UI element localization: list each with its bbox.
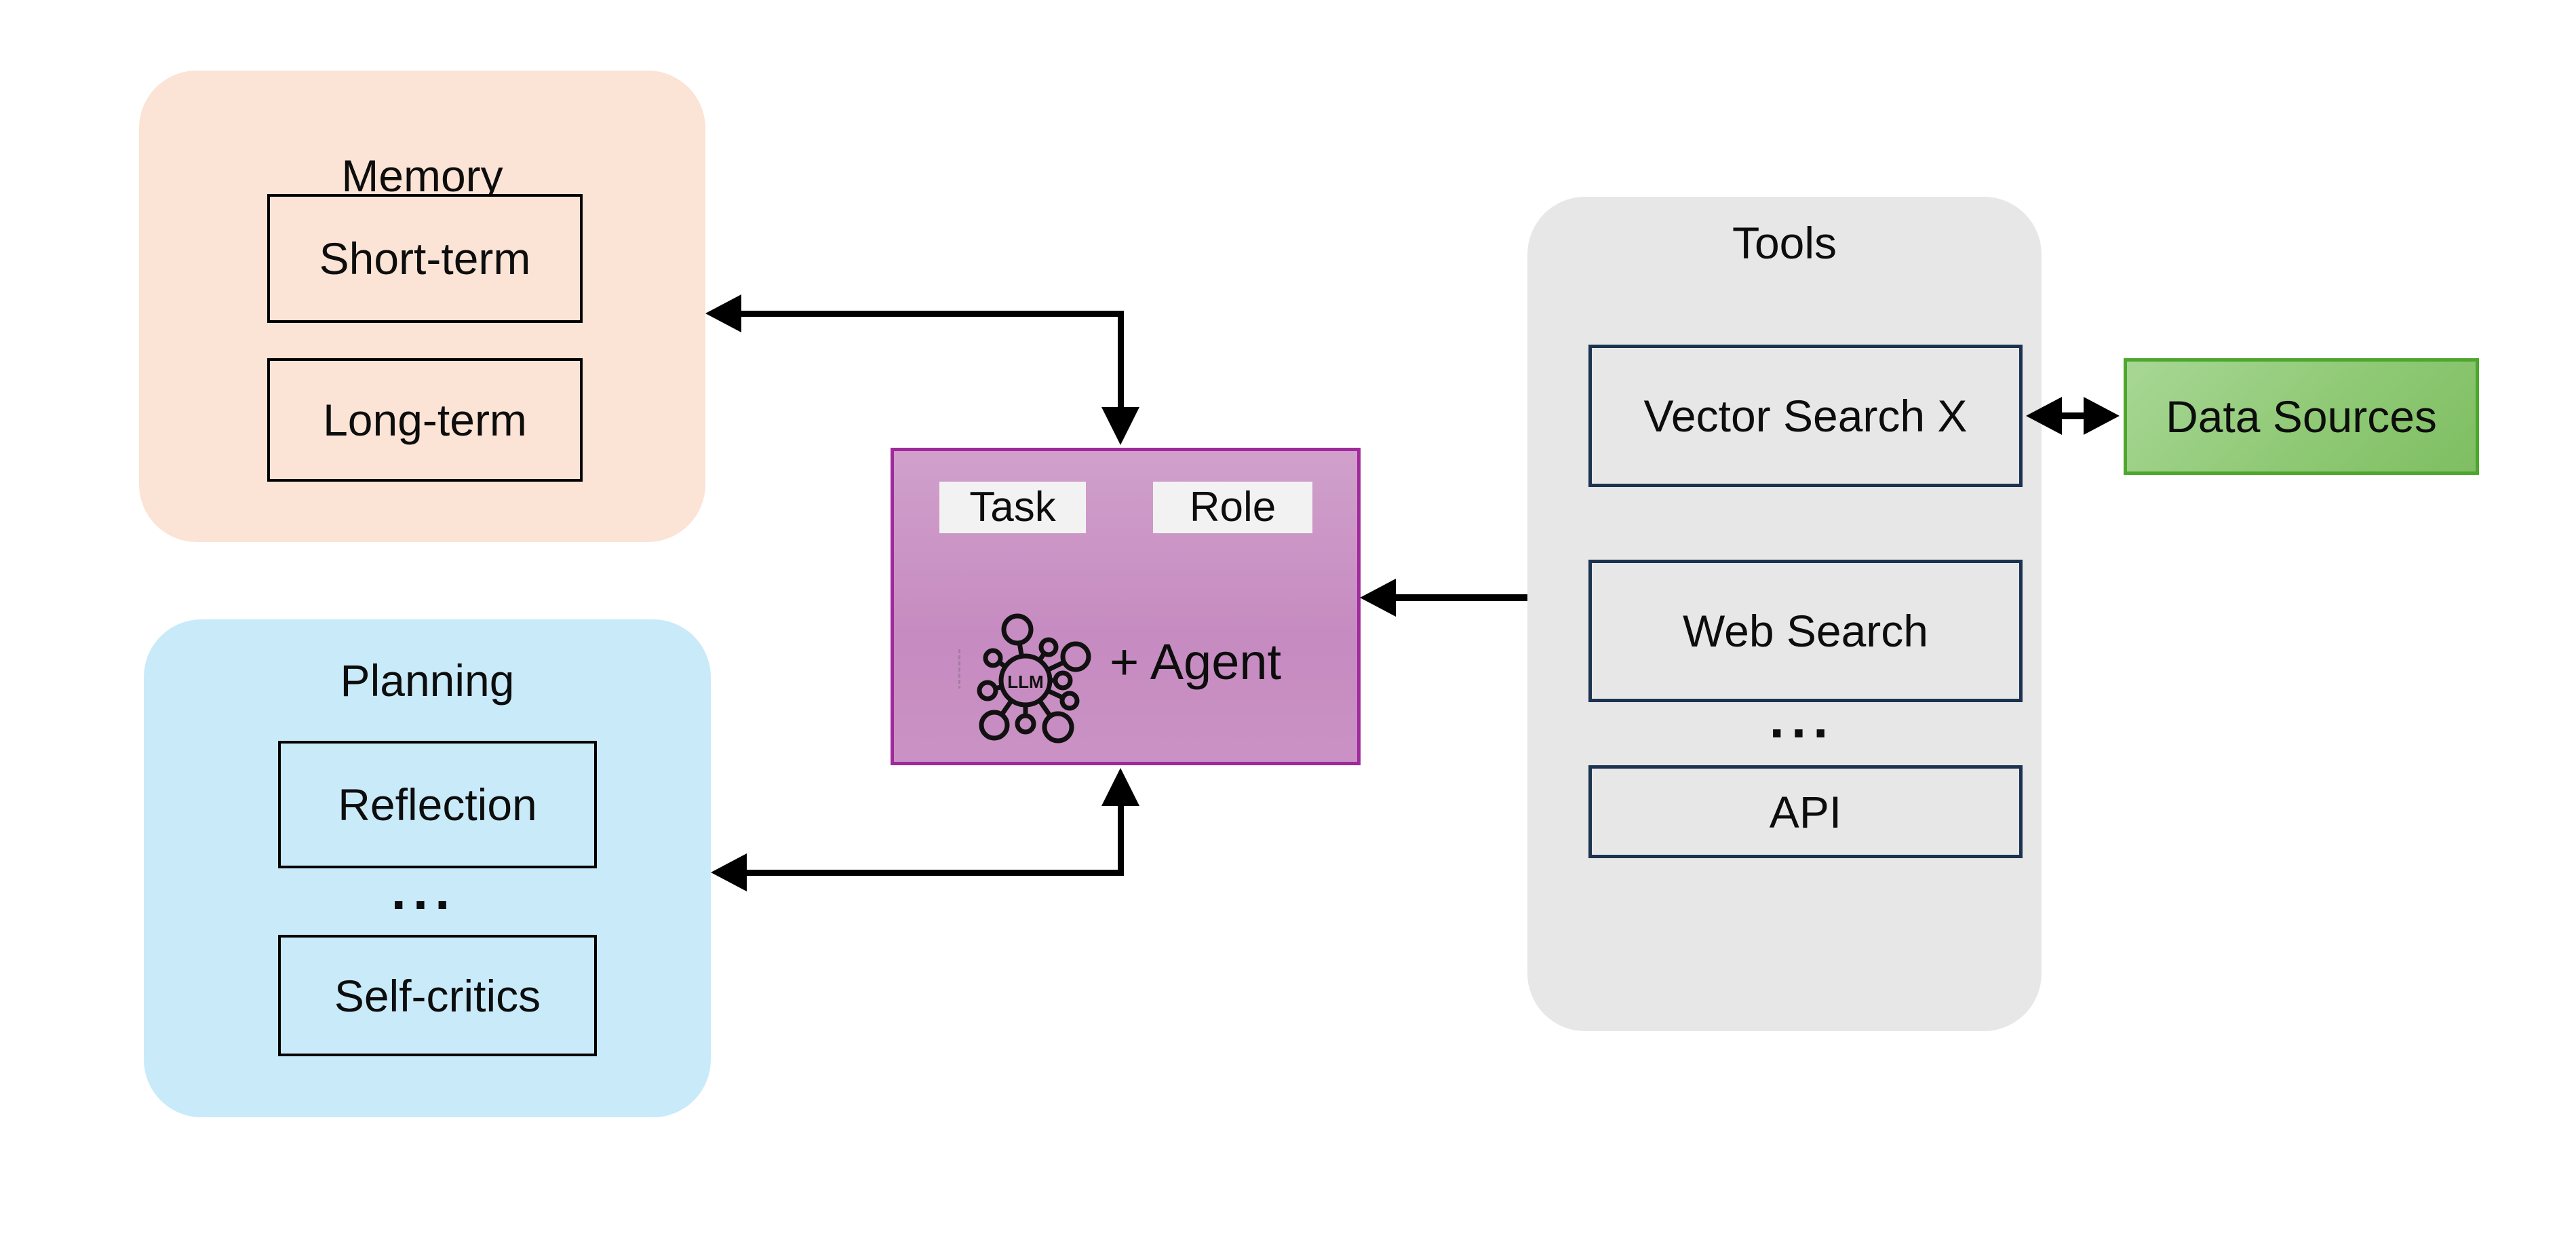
llm-hub-label: LLM [1007,672,1043,692]
planning-group: Planning Reflection ... Self-critics [144,619,711,1117]
agent-box: Task Role LLM [891,448,1361,765]
agent-label: + Agent [1110,634,1282,690]
data-sources-label: Data Sources [2166,391,2437,442]
role-label: Role [1189,484,1276,531]
agent-memory-vline [1118,311,1124,409]
arrowhead-into-vectorsearch-icon [2026,397,2062,435]
planning-title: Planning [340,655,515,706]
short-term-box: Short-term [267,194,583,323]
agent-planning-hline [742,870,1124,876]
vector-search-label: Vector Search X [1643,391,1968,441]
api-box: API [1588,765,2023,858]
arrowhead-into-agent-right-icon [1360,579,1396,617]
tools-agent-shaft [1392,594,1527,601]
role-chip: Role [1153,482,1312,533]
self-critics-label: Self-critics [334,970,541,1021]
reflection-label: Reflection [338,779,537,830]
arrowhead-into-datasources-icon [2084,397,2120,435]
arrowhead-into-memory-icon [705,294,741,332]
vector-search-box: Vector Search X [1588,345,2023,487]
tools-title: Tools [1732,218,1837,268]
arrowhead-into-planning-icon [711,853,747,891]
arrowhead-into-agent-top-icon [1101,407,1139,445]
short-term-label: Short-term [319,233,531,284]
web-search-label: Web Search [1683,606,1928,656]
task-chip: Task [939,482,1086,533]
self-critics-box: Self-critics [278,935,597,1056]
arrowhead-into-agent-bottom-icon [1101,768,1139,806]
long-term-box: Long-term [267,358,583,482]
tools-group: Tools Vector Search X Web Search ... API [1527,197,2042,1031]
task-label: Task [969,484,1056,531]
memory-group: Memory Short-term Long-term [139,71,705,542]
agent-planning-vline [1118,805,1124,872]
llm-network-icon: LLM [977,613,1091,744]
data-sources-box: Data Sources [2124,358,2479,475]
stock-watermark [958,649,960,689]
api-label: API [1769,786,1842,837]
memory-title: Memory [341,151,503,201]
vs-ds-shaft [2057,412,2088,419]
long-term-label: Long-term [323,395,527,445]
web-search-box: Web Search [1588,560,2023,702]
agent-memory-hline [737,311,1124,317]
reflection-box: Reflection [278,741,597,868]
